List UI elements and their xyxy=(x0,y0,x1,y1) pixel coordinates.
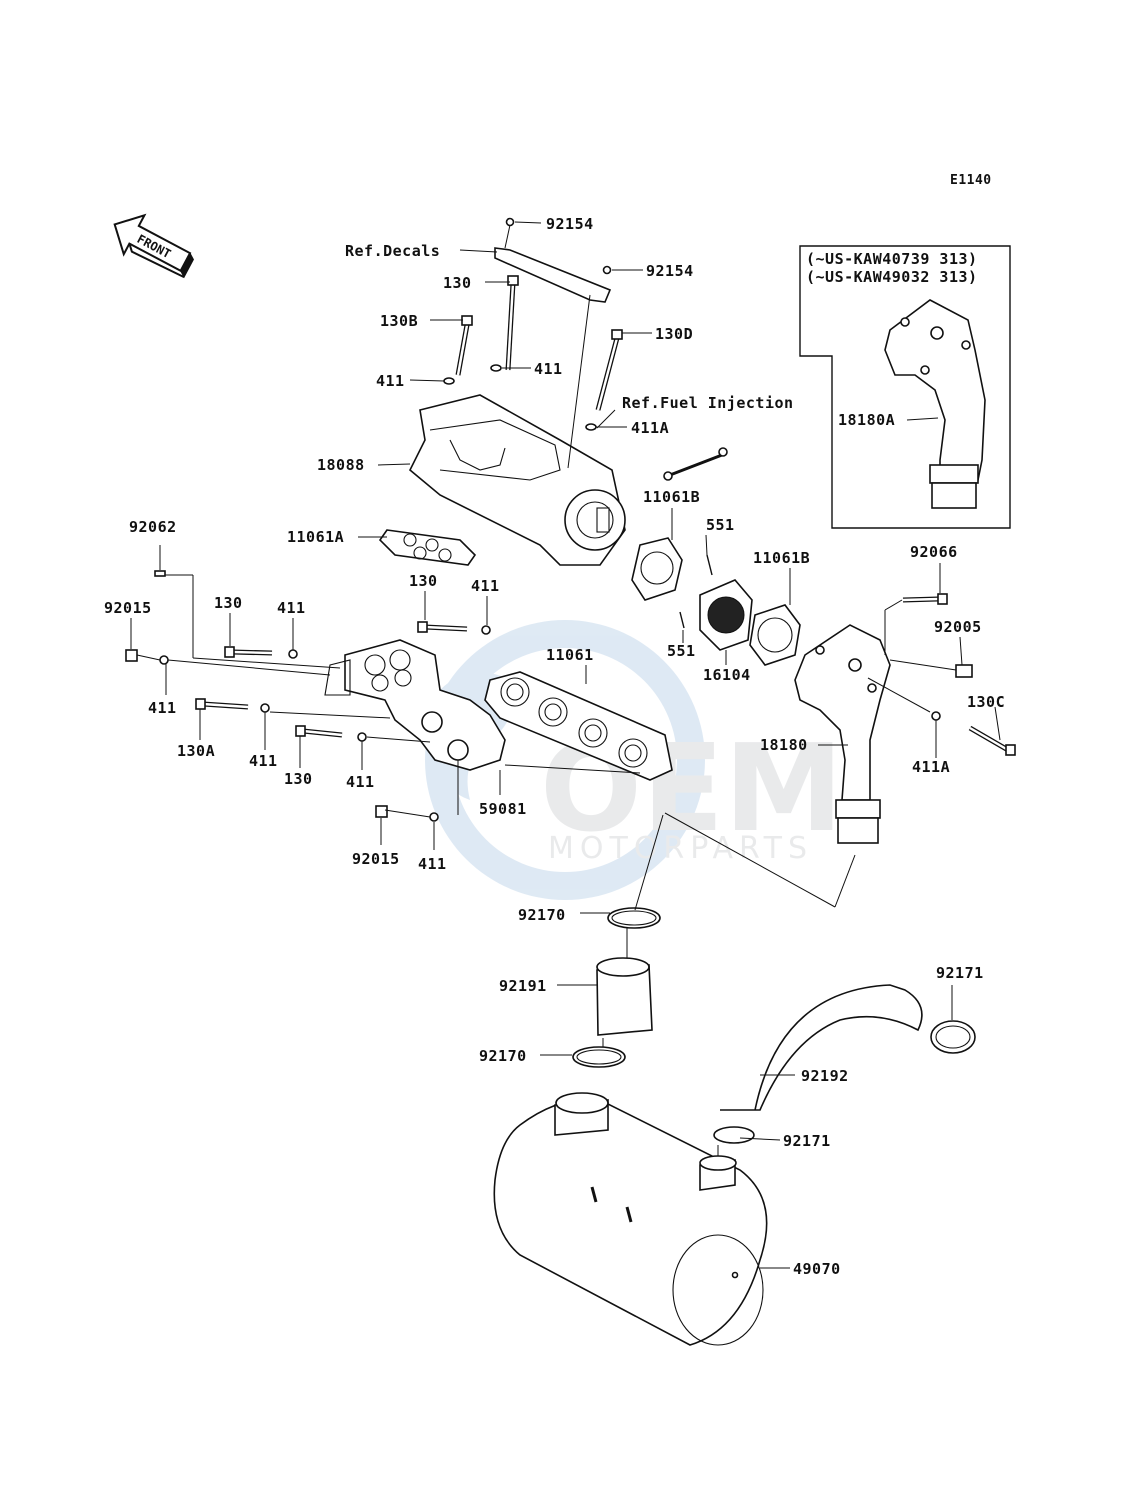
label-92015-left: 92015 xyxy=(104,599,152,617)
label-92062: 92062 xyxy=(129,518,177,536)
label-411-b: 411 xyxy=(534,360,563,378)
label-11061B-right: 11061B xyxy=(753,549,810,567)
fuel-injection-sensor xyxy=(663,447,728,481)
front-arrow-icon: FRONT xyxy=(113,213,194,279)
label-92154-right: 92154 xyxy=(646,262,694,280)
label-11061A: 11061A xyxy=(287,528,344,546)
label-92015-bottom: 92015 xyxy=(352,850,400,868)
label-59081: 59081 xyxy=(479,800,527,818)
exhaust-elbow-18180 xyxy=(794,593,1016,844)
label-130-left: 130 xyxy=(214,594,243,612)
inset-variant-box: (~US-KAW40739 313) (~US-KAW49032 313) 18… xyxy=(799,245,1011,529)
inset-line-2: (~US-KAW49032 313) xyxy=(806,268,978,286)
label-551-bottom: 551 xyxy=(667,642,696,660)
label-411-mid: 411 xyxy=(471,577,500,595)
label-18180: 18180 xyxy=(760,736,808,754)
label-92154-top: 92154 xyxy=(546,215,594,233)
label-411-e: 411 xyxy=(346,773,375,791)
gasket-11061 xyxy=(484,671,673,781)
label-130-low: 130 xyxy=(284,770,313,788)
label-92170-top: 92170 xyxy=(518,906,566,924)
leader-lines xyxy=(130,221,1001,1269)
manifold-bolts xyxy=(125,570,491,822)
label-92171-mid: 92171 xyxy=(783,1132,831,1150)
label-92066: 92066 xyxy=(910,543,958,561)
diagram-code: E1140 xyxy=(950,173,992,188)
label-551-top: 551 xyxy=(706,516,735,534)
studs-bolts xyxy=(443,217,623,431)
watermark-sub: MOTORPARTS xyxy=(548,831,813,866)
exhaust-manifold-lower xyxy=(324,639,506,771)
inset-line-1: (~US-KAW40739 313) xyxy=(806,250,978,268)
label-411-a: 411 xyxy=(376,372,405,390)
label-16104: 16104 xyxy=(703,666,751,684)
label-130B: 130B xyxy=(380,312,418,330)
label-411-left: 411 xyxy=(277,599,306,617)
label-130C: 130C xyxy=(967,693,1005,711)
ref-fuel-injection-label: Ref.Fuel Injection xyxy=(622,394,794,412)
label-92191: 92191 xyxy=(499,977,547,995)
label-18180A: 18180A xyxy=(838,411,895,429)
label-130D: 130D xyxy=(655,325,693,343)
label-92171-right: 92171 xyxy=(936,964,984,982)
label-92170-bottom: 92170 xyxy=(479,1047,527,1065)
exhaust-manifold-cover xyxy=(409,247,626,566)
label-130-mid: 130 xyxy=(409,572,438,590)
label-18088: 18088 xyxy=(317,456,365,474)
label-92005: 92005 xyxy=(934,618,982,636)
label-130A: 130A xyxy=(177,742,215,760)
label-411A-top: 411A xyxy=(631,419,669,437)
label-411-c: 411 xyxy=(148,699,177,717)
ref-decals-label: Ref.Decals xyxy=(345,242,440,260)
label-11061B-left: 11061B xyxy=(643,488,700,506)
gaskets-11061B-flange-16104 xyxy=(631,537,801,666)
part-labels: Ref.Decals Ref.Fuel Injection 92154 9215… xyxy=(104,215,1005,1278)
label-411A-right: 411A xyxy=(912,758,950,776)
label-411-d: 411 xyxy=(249,752,278,770)
label-11061: 11061 xyxy=(546,646,594,664)
gasket-11061A xyxy=(378,529,477,566)
lower-exhaust xyxy=(493,907,976,1346)
label-130-top: 130 xyxy=(443,274,472,292)
label-411-bottom: 411 xyxy=(418,855,447,873)
label-92192: 92192 xyxy=(801,1067,849,1085)
label-49070: 49070 xyxy=(793,1260,841,1278)
